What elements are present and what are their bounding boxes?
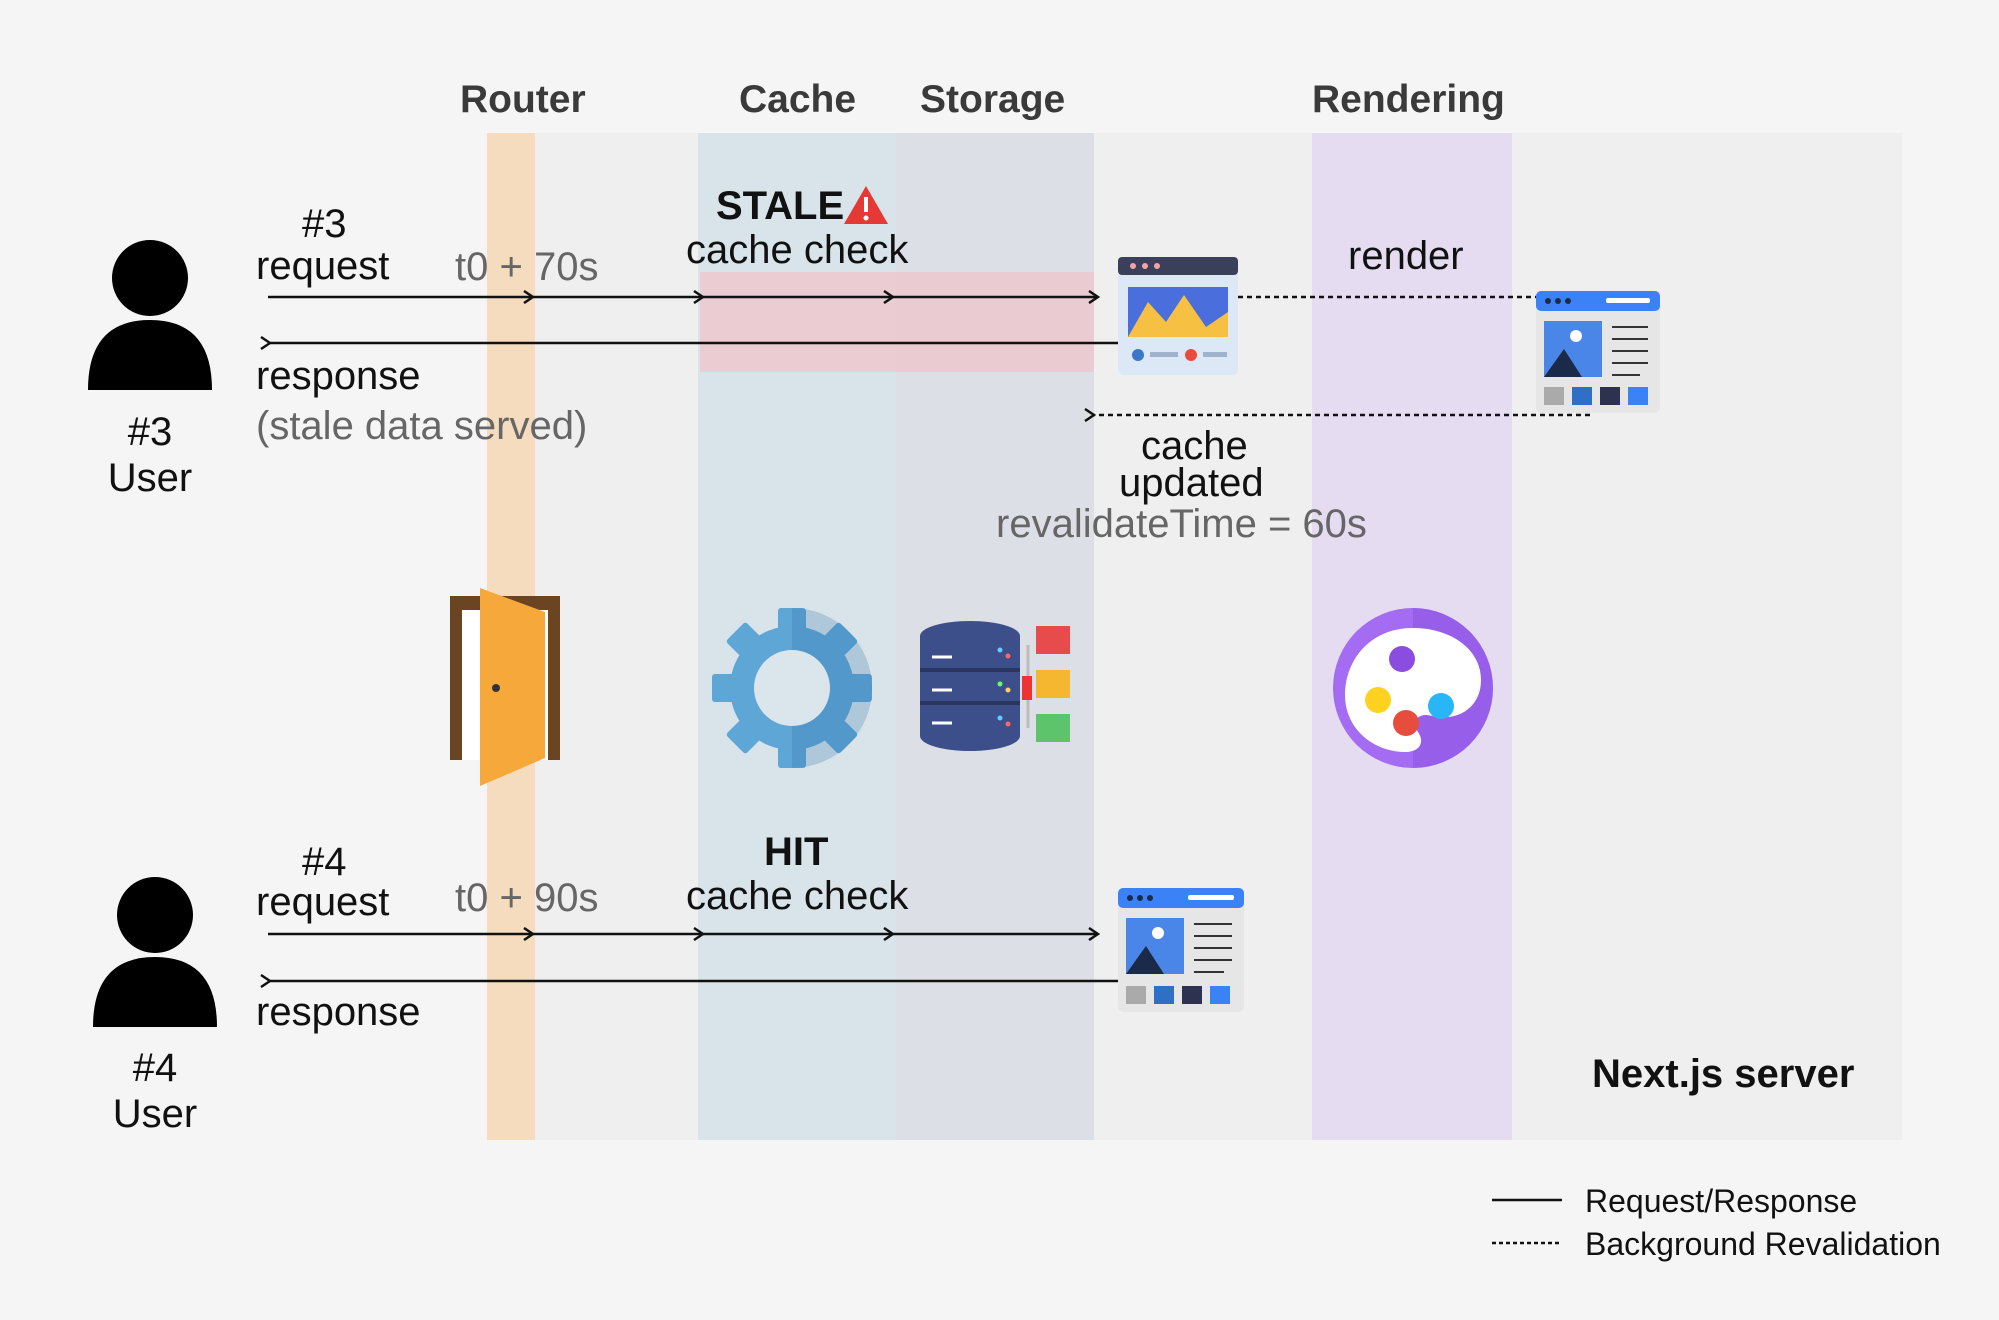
warning-icon <box>844 186 888 224</box>
webpage-icon <box>1536 291 1660 413</box>
cache-lane-title: Cache <box>739 78 857 121</box>
flow3-response-label: response <box>256 354 421 398</box>
flow3-time-label: t0 + 70s <box>455 245 599 289</box>
flow4-user-label: User <box>112 1092 198 1136</box>
flow3-user-label: User <box>107 456 193 500</box>
flow3-request-number: #3 <box>302 202 347 246</box>
flow3-response-note: (stale data served) <box>256 404 588 448</box>
flow3-request-label: request <box>256 244 390 288</box>
flow3-cache-updated-line1: cache <box>1141 424 1248 468</box>
webpage-icon <box>1118 257 1238 375</box>
flow3-cache-updated-line2: updated <box>1119 461 1264 505</box>
palette-icon <box>1333 608 1493 768</box>
user-icon <box>88 240 212 390</box>
storage-lane-title: Storage <box>920 78 1066 121</box>
flow4-status-label: HIT <box>764 830 829 874</box>
database-icon <box>920 621 1070 751</box>
flow4-time-label: t0 + 90s <box>455 876 599 920</box>
flow4-user-number: #4 <box>132 1046 178 1090</box>
legend-dotted-label: Background Revalidation <box>1585 1226 1941 1262</box>
flow3-user-number: #3 <box>127 410 173 454</box>
gear-icon <box>712 608 872 768</box>
flow4-cache-check-label: cache check <box>686 874 909 918</box>
flow3-revalidate-label: revalidateTime = 60s <box>996 502 1367 546</box>
user-icon <box>93 877 217 1027</box>
flow4-request-number: #4 <box>302 840 347 884</box>
flow3-status-label: STALE <box>716 184 845 228</box>
flow4-request-label: request <box>256 880 390 924</box>
door-icon <box>450 588 560 786</box>
flow4-response-label: response <box>256 990 421 1034</box>
server-label: Next.js server <box>1592 1052 1855 1096</box>
rendering-lane-title: Rendering <box>1312 78 1505 121</box>
webpage-icon <box>1118 888 1244 1012</box>
router-lane-title: Router <box>460 78 586 121</box>
flow3-cache-check-label: cache check <box>686 228 909 272</box>
flow3-render-label: render <box>1348 234 1464 278</box>
stale-highlight <box>700 272 1094 372</box>
legend-solid-label: Request/Response <box>1585 1183 1858 1219</box>
